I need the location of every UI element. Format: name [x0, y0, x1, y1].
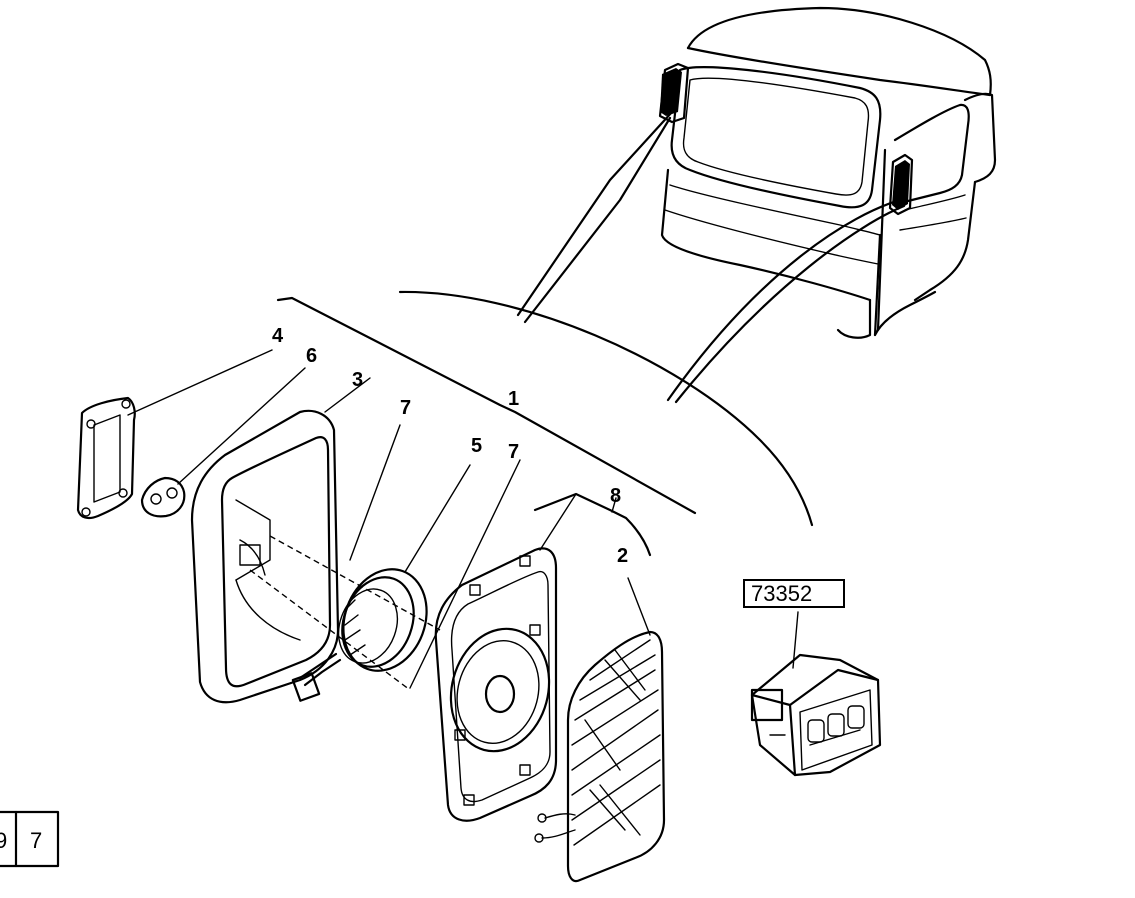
callout-5: 5	[471, 435, 482, 457]
assembly-guide-line	[249, 569, 411, 691]
grouping-arc	[398, 290, 814, 527]
callout-leader-7b	[409, 459, 521, 689]
callout-7b: 7	[508, 441, 519, 463]
callout-7a: 7	[400, 397, 411, 419]
callout-4: 4	[272, 325, 284, 347]
part-5-adjustment-motor	[291, 464, 471, 702]
mirror-control-switch	[750, 611, 882, 777]
reference-number: 73352	[751, 581, 812, 606]
bracket-8	[533, 492, 652, 557]
callout-2: 2	[617, 545, 628, 567]
page-tab: 9 7	[0, 810, 60, 868]
callout-leader-8	[539, 493, 617, 551]
page-tab-left: 9	[0, 828, 7, 853]
truck-cab-illustration	[516, 6, 997, 404]
part-3-mirror-housing	[190, 377, 371, 704]
bracket-1	[276, 296, 697, 515]
part-6-clip	[140, 367, 306, 518]
reference-number-box: 73352	[743, 579, 845, 608]
assembly-guide-line	[269, 535, 441, 631]
callout-1: 1	[508, 388, 519, 410]
callout-6: 6	[306, 345, 317, 367]
part-2-mirror-glass	[534, 577, 666, 883]
callout-leader-7a	[349, 424, 401, 561]
callout-8: 8	[610, 485, 621, 507]
mirror-backing-plate	[434, 547, 558, 822]
part-4-mounting-plate	[76, 349, 273, 520]
page-tab-right: 7	[30, 828, 42, 853]
callout-3: 3	[352, 369, 363, 391]
